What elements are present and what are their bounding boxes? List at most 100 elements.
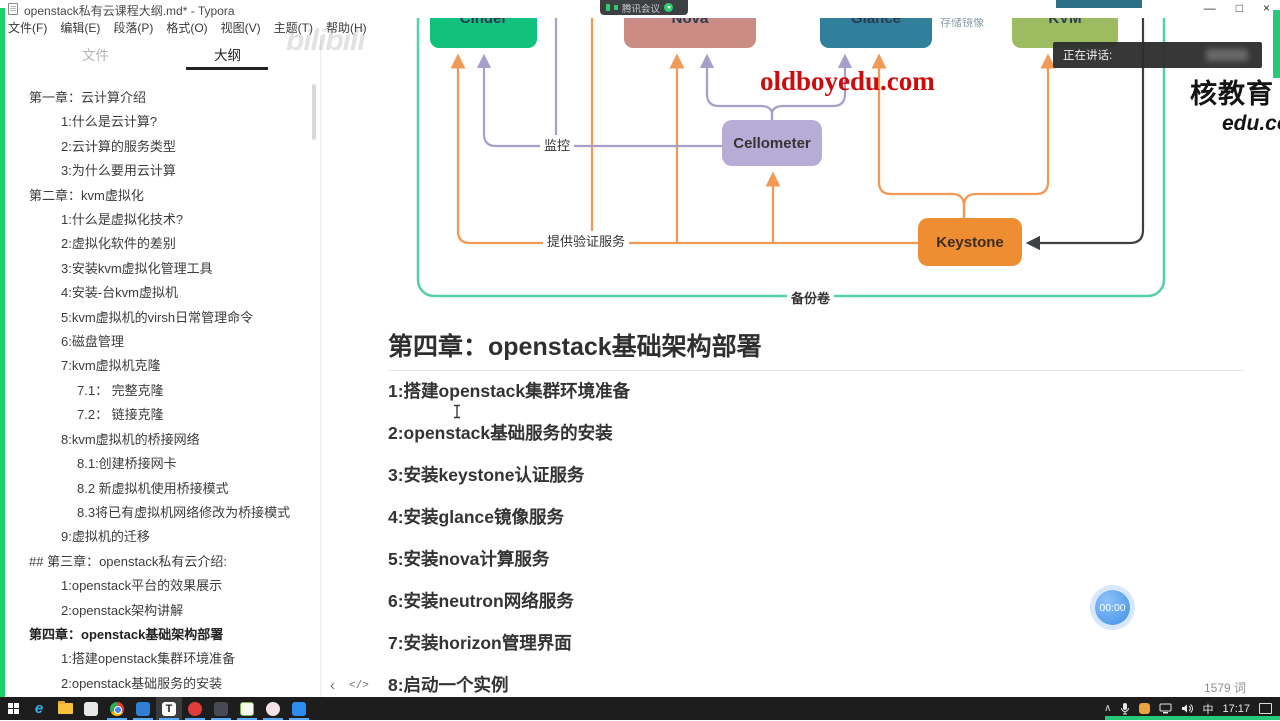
diagram-label-backup: 备份卷 (787, 288, 835, 307)
outline-item[interactable]: 2:openstack基础服务的安装 (61, 675, 223, 691)
outline-item[interactable]: 1:什么是云计算? (61, 114, 158, 130)
menu-file[interactable]: 文件(F) (8, 20, 48, 35)
content-item[interactable]: 2:openstack基础服务的安装 (388, 423, 613, 443)
outline-item[interactable]: 3:为什么要用云计算 (61, 163, 176, 179)
menu-help[interactable]: 帮助(H) (325, 20, 367, 35)
taskbar-app-icon[interactable] (260, 697, 286, 720)
speaking-label: 正在讲话: (1063, 50, 1113, 62)
outline-item[interactable]: 7.2： 链接克隆 (77, 407, 164, 423)
content-item[interactable]: 7:安装horizon管理界面 (388, 633, 572, 653)
outline-item[interactable]: 7.1： 完整克隆 (77, 382, 164, 398)
content-item[interactable]: 8:启动一个实例 (388, 675, 509, 695)
logo-text-en: edu.com (1222, 112, 1280, 135)
ime-indicator[interactable]: 中 (1202, 703, 1214, 716)
menu-theme[interactable]: 主题(T) (273, 20, 313, 35)
outline-item-current[interactable]: 第四章：openstack基础架构部署 (29, 626, 224, 642)
source-code-mode-icon[interactable]: </> (349, 680, 369, 692)
recording-timer-badge[interactable]: 00:00 (1095, 590, 1130, 625)
network-icon[interactable] (1159, 703, 1172, 714)
content-item[interactable]: 4:安装glance镜像服务 (388, 507, 564, 527)
diagram-box-nova: Nova (624, 18, 756, 48)
outline-item[interactable]: 2:虚拟化软件的差别 (61, 236, 176, 252)
diagram-box-keystone: Keystone (918, 218, 1022, 266)
outline-item[interactable]: 8.3将已有虚拟机网络修改为桥接模式 (77, 504, 291, 520)
menu-format[interactable]: 格式(O) (166, 20, 208, 35)
taskbar-explorer-icon[interactable] (52, 697, 78, 720)
outline-item[interactable]: 1:什么是虚拟化技术? (61, 212, 184, 228)
volume-icon[interactable] (1181, 703, 1194, 714)
window-title: openstack私有云课程大纲.md* - Typora (24, 4, 235, 18)
chevron-down-icon[interactable] (664, 3, 674, 12)
speaker-name-blurred (1206, 49, 1248, 61)
taskbar-meeting-icon[interactable] (286, 697, 312, 720)
menu-view[interactable]: 视图(V) (220, 20, 261, 35)
screenshare-border-left (0, 8, 5, 697)
taskbar-app-icon[interactable] (234, 697, 260, 720)
taskbar-app-icon[interactable] (78, 697, 104, 720)
tray-clock[interactable]: 17:17 (1222, 702, 1250, 715)
outline-item[interactable]: 2:云计算的服务类型 (61, 138, 176, 154)
page-title[interactable]: 第四章：openstack基础架构部署 (388, 333, 762, 361)
outline-item[interactable]: 8.2 新虚拟机使用桥接模式 (77, 480, 229, 496)
close-button[interactable]: × (1262, 1, 1270, 15)
editor-footer-icons: ‹ </> (330, 677, 369, 694)
outline-item[interactable]: 7:kvm虚拟机克隆 (61, 358, 161, 374)
outline-item[interactable]: 3:安装kvm虚拟化管理工具 (61, 260, 213, 276)
outline-item[interactable]: 1:搭建openstack集群环境准备 (61, 651, 236, 667)
taskbar-app-icon[interactable] (130, 697, 156, 720)
start-button[interactable] (0, 697, 26, 720)
outline-item[interactable]: 8.1:创建桥接网卡 (77, 456, 177, 472)
outline-item[interactable]: 第一章：云计算介绍 (29, 90, 147, 105)
outline-item[interactable]: 4:安装-台kvm虚拟机 (61, 285, 179, 301)
speaking-toast: 正在讲话: (1053, 42, 1262, 68)
oldboyedu-watermark: oldboyedu.com (760, 66, 935, 96)
minimize-button[interactable]: — (1203, 1, 1216, 15)
signal-icon (606, 4, 610, 11)
screenshare-border-right (1273, 10, 1280, 78)
diagram-box-glance: Glance (820, 18, 932, 48)
menu-paragraph[interactable]: 段落(P) (113, 20, 154, 35)
text-cursor-icon (454, 404, 460, 419)
meeting-toolbar-pill[interactable]: 腾讯会议 (600, 0, 688, 15)
tab-files[interactable]: 文件 (82, 48, 109, 63)
taskbar-chrome-icon[interactable] (104, 697, 130, 720)
document-icon (8, 3, 18, 15)
sidebar-toggle-icon[interactable]: ‹ (330, 677, 335, 694)
microphone-icon[interactable] (1120, 702, 1130, 715)
sidebar-divider (320, 18, 321, 697)
heading-divider (388, 370, 1244, 371)
outline-item[interactable]: 1:openstack平台的效果展示 (61, 578, 223, 594)
notification-center-icon[interactable] (1259, 703, 1272, 714)
outline-sidebar: 文件 大纲 第一章：云计算介绍 1:什么是云计算? 2:云计算的服务类型 3:为… (6, 36, 320, 715)
signal-icon (614, 5, 618, 10)
menu-edit[interactable]: 编辑(E) (60, 20, 101, 35)
outline-item[interactable]: 9:虚拟机的迁移 (61, 529, 150, 545)
content-item[interactable]: 5:安装nova计算服务 (388, 549, 550, 569)
content-item[interactable]: 3:安装keystone认证服务 (388, 465, 585, 485)
taskbar-app-icon[interactable] (208, 697, 234, 720)
outline-item[interactable]: ## 第三章：openstack私有云介绍: (29, 553, 227, 569)
content-item[interactable]: 6:安装neutron网络服务 (388, 591, 574, 611)
outline-item[interactable]: 6:磁盘管理 (61, 334, 124, 350)
tray-app-icon[interactable] (1139, 703, 1151, 714)
outline-item[interactable]: 2:openstack架构讲解 (61, 602, 184, 618)
tab-outline[interactable]: 大纲 (214, 48, 241, 63)
outline-item[interactable]: 5:kvm虚拟机的virsh日常管理命令 (61, 309, 254, 325)
taskbar-typora-icon[interactable]: T (156, 697, 182, 720)
taskbar-edge-icon[interactable]: e (34, 700, 44, 717)
tray-expand-icon[interactable]: ∧ (1104, 703, 1112, 714)
content-list: 1:搭建openstack集群环境准备 2:openstack基础服务的安装 3… (388, 370, 630, 706)
sidebar-scrollbar[interactable] (312, 84, 316, 140)
background-window-edge (1056, 0, 1142, 8)
taskbar-app-icon[interactable] (182, 697, 208, 720)
content-item[interactable]: 1:搭建openstack集群环境准备 (388, 381, 631, 401)
outline-item[interactable]: 第二章：kvm虚拟化 (29, 187, 144, 203)
outline-item[interactable]: 8:kvm虚拟机的桥接网络 (61, 431, 200, 447)
diagram-box-cinder: Cinder (430, 18, 537, 48)
diagram-label-store-image: 存储镜像 (938, 17, 986, 30)
diagram-label-monitor: 监控 (540, 135, 575, 154)
bilibili-watermark: bilibili (286, 24, 366, 57)
education-logo: 核教育 edu.com (1167, 72, 1280, 136)
diagram-label-auth: 提供验证服务 (543, 231, 630, 250)
maximize-button[interactable]: □ (1235, 1, 1243, 15)
